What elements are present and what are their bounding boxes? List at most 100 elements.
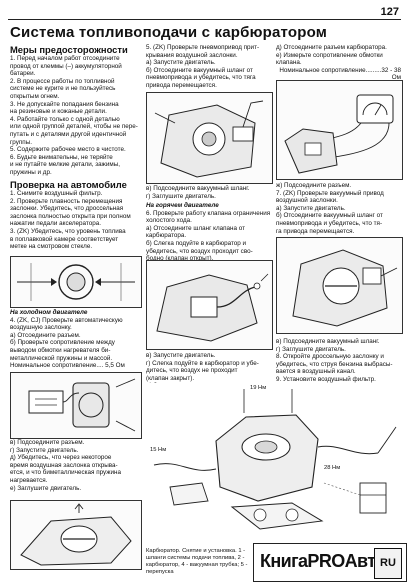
torque-label-28: 28 Нм	[324, 465, 341, 471]
text-line: и не путайте мелкие детали, зажимы,	[10, 161, 120, 169]
col3-resistance-label: Номинальное сопротивление.........32 - 3…	[279, 66, 401, 82]
text-line: пневмопривода и убедитесь, что тя-	[276, 219, 383, 227]
text-line: на резиновые и кожаные детали.	[10, 108, 107, 116]
text-line: 4. (ZK, CJ) Проверьте автоматическую	[10, 316, 123, 324]
text-line: металлической пружины и массой.	[10, 354, 113, 362]
col2-top-section: 5. (ZK) Проверьте пневмопривод прит-крыв…	[146, 44, 271, 90]
text-line: или одной группой деталей, чтобы не пере…	[10, 123, 138, 131]
text-line: г) Заглушите двигатель.	[276, 345, 346, 353]
text-line: метке на смотровом стекле.	[10, 243, 93, 251]
idle-valve-figure	[146, 260, 273, 350]
vehicle-check-list: 1. Снимите воздушный фильтр.2. Проверьте…	[10, 190, 142, 251]
text-line: карбюратора.	[146, 232, 187, 240]
top-rule	[8, 19, 401, 20]
col2-after-list: в) Подсоедините вакуумный шланг.г) Заглу…	[146, 185, 271, 200]
text-line: в) Подсоедините вакуумный шланг.	[146, 185, 250, 192]
text-line: е) Заглушите двигатель.	[10, 484, 82, 492]
safety-heading: Меры предосторожности	[10, 44, 128, 55]
text-line: в поплавковой камере соответствует	[10, 235, 119, 243]
text-line: крывания воздушной заслонки.	[146, 51, 238, 59]
text-line: в) Запустите двигатель.	[146, 352, 216, 359]
vehicle-check-heading: Проверка на автомобиле	[10, 179, 127, 190]
text-line: клапана.	[276, 59, 302, 67]
text-line: выводом обмотки нагревателя би-	[10, 346, 111, 354]
text-line: а) Запустите двигатель.	[276, 204, 346, 212]
col2-top-list: 5. (ZK) Проверьте пневмопривод прит-крыв…	[146, 44, 271, 90]
hot-engine-section: На горячем двигателе 6. Проверьте работу…	[146, 202, 271, 263]
text-line: 6. Будьте внимательны, не теряйте	[10, 153, 113, 161]
text-line: ж) Подсоедините разъем.	[276, 182, 352, 189]
text-line: а) Отсоедините разъем.	[10, 331, 81, 339]
text-line: б) Проверьте сопротивление между	[10, 339, 115, 347]
text-line: заслонка полностью открыта при полном	[10, 212, 131, 220]
cold-resistance-label: Номинальное сопротивление.... 5,5 Ом	[10, 362, 125, 370]
text-line: заслонки. Убедитесь, что дроссельная	[10, 205, 124, 213]
watermark-brand: КнигаPROАвто	[260, 551, 386, 571]
text-line: воздушную заслонку.	[10, 324, 72, 332]
text-line: провод от клеммы (–) аккумуляторной	[10, 62, 122, 70]
vehicle-check-section: Проверка на автомобиле 1. Снимите воздуш…	[10, 179, 142, 251]
throttle-positioner-figure	[146, 92, 273, 184]
cold-engine-section: На холодном двигателе 4. (ZK, CJ) Провер…	[10, 309, 142, 370]
col3-top-list: д) Отсоедините разъем карбюратора.е) Изм…	[276, 44, 401, 67]
text-line: убедитесь, что воздух проходит сво-	[146, 247, 253, 255]
text-line: привода перемещается.	[146, 81, 217, 89]
page-number: 127	[380, 6, 399, 18]
text-line: группы.	[10, 138, 32, 146]
cold-after-section: в) Подсоедините разъем.г) Запустите двиг…	[10, 439, 142, 492]
text-line: г) Слегка подуйте в карбюратор и убе-	[146, 359, 259, 367]
text-line: пневмопривода и убедитесь, что тяга	[146, 74, 256, 82]
safety-section: Меры предосторожности 1. Перед началом р…	[10, 44, 142, 177]
torque-label-15: 15 Нм	[150, 447, 167, 453]
ohmmeter-figure	[276, 80, 403, 180]
text-line: 2. В процессе работы по топливной	[10, 77, 115, 85]
text-line: нагревается.	[10, 476, 48, 484]
text-line: в) Подсоедините вакуумный шланг.	[276, 338, 380, 345]
text-line: г) Заглушите двигатель.	[146, 192, 216, 200]
text-line: г) Запустите двигатель.	[10, 446, 79, 454]
watermark-suffix: RU	[374, 548, 402, 579]
torque-label-19: 19 Нм	[250, 385, 267, 391]
text-line: ется, и что биметаллическая пружина	[10, 469, 121, 477]
cold-after-list: в) Подсоедините разъем.г) Запустите двиг…	[10, 439, 142, 492]
text-line: 8. Откройте дроссельную заслонку и	[276, 353, 384, 361]
text-line: д) Убедитесь, что через некоторое	[10, 454, 112, 462]
text-line: 3. Не допускайте попадания бензина	[10, 100, 119, 108]
text-line: е) Измерьте сопротивление обмотки	[276, 51, 383, 59]
col3-final-list: в) Подсоедините вакуумный шланг.г) Заглу…	[276, 338, 401, 384]
text-line: 5. Содержите рабочее место в чистоте.	[10, 146, 126, 154]
text-line: системе не курите и не пользуйтесь	[10, 85, 116, 93]
text-line: время воздушная заслонка открыва-	[10, 461, 118, 469]
hot-engine-heading: На горячем двигателе	[146, 202, 219, 209]
text-line: путать и с деталями другой идентичной	[10, 130, 127, 138]
text-line: 6. Проверьте работу клапана ограничения	[146, 209, 271, 217]
watermark: КнигаPROАвто RU	[253, 543, 407, 582]
text-line: 2. Проверьте плавность перемещения	[10, 197, 123, 205]
cold-engine-heading: На холодном двигателе	[10, 309, 88, 316]
text-line: нажатии педали акселератора.	[10, 220, 101, 228]
text-line: бодно (клапан открыт).	[146, 255, 214, 263]
text-line: 1. Снимите воздушный фильтр.	[10, 190, 103, 197]
choke-open-figure	[10, 500, 142, 570]
page-title: Система топливоподачи с карбюратором	[10, 24, 328, 41]
text-line: 7. (ZK) Проверьте вакуумный привод	[276, 189, 384, 197]
text-line: а) Запустите двигатель.	[146, 59, 216, 67]
text-line: в) Подсоедините разъем.	[10, 439, 85, 446]
col3-top-section: д) Отсоедините разъем карбюратора.е) Изм…	[276, 44, 401, 82]
text-line: вается в воздушный канал.	[276, 368, 356, 376]
figure-caption: Карбюратор. Снятие и установка. 1 - шлан…	[146, 548, 248, 575]
text-line: а) Отсоедините шланг клапана от	[146, 224, 246, 232]
text-line: б) Слегка подуйте в карбюратор и	[146, 239, 247, 247]
text-line: 5. (ZK) Проверьте пневмопривод прит-	[146, 44, 260, 51]
text-line: га привода перемещается.	[276, 227, 355, 235]
text-line: б) Отсоедините вакуумный шланг от	[276, 212, 383, 220]
choke-heater-figure	[10, 372, 142, 439]
vacuum-choke-figure	[276, 237, 403, 334]
text-line: батареи.	[10, 70, 36, 78]
text-line: 9. Установите воздушный фильтр.	[276, 375, 376, 383]
text-line: 4. Работайте только с одной деталью	[10, 115, 120, 123]
text-line: открытым огнем.	[10, 92, 60, 100]
text-line: б) Отсоедините вакуумный шланг от	[146, 66, 253, 74]
